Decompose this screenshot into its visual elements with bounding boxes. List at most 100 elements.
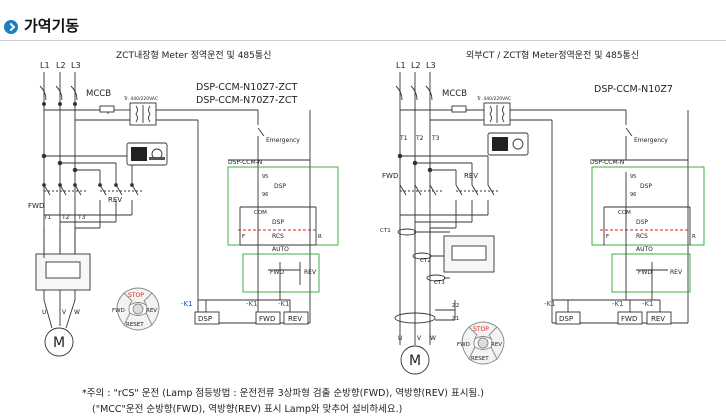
right-z1: Z1 [452, 316, 459, 322]
left-ladder [198, 166, 339, 312]
right-ct3: CT3 [434, 280, 445, 286]
left-keypad-rev: REV [146, 308, 157, 314]
right-ladder-rev: REV [670, 269, 683, 276]
right-rev-label: REV [464, 172, 478, 180]
right-z2: Z2 [452, 303, 459, 309]
right-ladder-96: 96 [630, 192, 636, 198]
right-title: 외부CT / ZCT형 Meter정역운전 및 485통신 [466, 49, 639, 61]
caution-note-line-1: *주의 : "rCS" 운전 (Lamp 점등방법 : 운전전류 3상파형 검출… [82, 388, 484, 399]
page-title: 가역기동 [24, 17, 80, 35]
left-ladder-dsp2: DSP [272, 219, 284, 226]
left-k1-b: -K1 [246, 300, 258, 308]
left-t1: T1 [43, 214, 52, 221]
left-ladder-com: COM [254, 210, 267, 216]
right-phase-l2: L2 [411, 61, 421, 70]
right-ct2: CT2 [420, 258, 431, 264]
left-keypad-reset: RESET [126, 322, 144, 328]
section-arrow-icon [4, 20, 18, 34]
right-keypad-stop: STOP [473, 326, 489, 333]
left-coil-boxes [194, 311, 309, 325]
left-ladder-auto: AUTO [272, 246, 289, 253]
left-keypad-fwd: FWD [112, 308, 125, 314]
caution-note-line-2: ("MCC"운전 순방향(FWD), 역방향(REV) 표시 Lamp와 맞추어… [92, 404, 403, 415]
left-diagram [35, 72, 311, 357]
left-ladder-rcs: RCS [272, 233, 284, 240]
header-divider [0, 40, 726, 41]
right-ladder-f: F [606, 234, 609, 240]
right-model-1: DSP-CCM-N10Z7 [594, 84, 673, 95]
left-emergency-label: Emergency [266, 137, 300, 144]
right-keypad-reset: RESET [471, 356, 489, 362]
left-panel-meter [126, 142, 168, 166]
right-fwd-label: FWD [382, 172, 398, 180]
left-keypad-stop: STOP [128, 292, 144, 299]
left-k1-a: -K1 [181, 300, 193, 308]
left-ladder-95: 95 [262, 174, 268, 180]
right-coil-rev: REV [651, 315, 665, 323]
right-phase-l1: L1 [396, 61, 406, 70]
right-emergency-label: Emergency [634, 137, 668, 144]
right-mccb-label: MCCB [442, 89, 467, 99]
right-transformer-label: Tr. 440/220VAC [476, 96, 511, 102]
right-t3: T3 [431, 135, 440, 142]
right-ladder-r: R [692, 234, 696, 240]
right-dsp-ccm-label: DSP-CCM-N [590, 159, 624, 166]
right-keypad-fwd: FWD [457, 342, 470, 348]
left-model-1: DSP-CCM-N10Z7-ZCT [196, 82, 298, 93]
right-k1-c: -K1 [642, 300, 654, 308]
left-coil-rev: REV [288, 315, 302, 323]
left-keypad [116, 287, 160, 331]
left-ladder-dsp: DSP [274, 183, 286, 190]
right-k1-a: -K1 [544, 300, 556, 308]
left-v: V [62, 309, 67, 316]
left-motor-label: M [53, 335, 65, 351]
left-ladder-96: 96 [262, 192, 268, 198]
right-ladder-95: 95 [630, 174, 636, 180]
right-t2: T2 [415, 135, 424, 142]
left-transformer-label: Tr. 440/220VAC [123, 96, 158, 102]
right-ct1: CT1 [380, 228, 391, 234]
left-dsp-ccm-label: DSP-CCM-N [228, 159, 262, 166]
left-w: W [74, 309, 80, 316]
right-panel-meter [487, 132, 529, 156]
right-diagram [394, 72, 689, 375]
right-u: U [398, 335, 402, 342]
right-ladder-com: COM [618, 210, 631, 216]
left-phase-l1: L1 [40, 61, 50, 70]
right-coil-fwd: FWD [621, 315, 637, 323]
right-ladder [552, 166, 705, 312]
right-motor-label: M [409, 353, 421, 369]
left-ladder-f: F [242, 234, 245, 240]
left-coil-dsp: DSP [198, 315, 212, 323]
left-rev-label: REV [108, 196, 122, 204]
right-ladder-auto: AUTO [636, 246, 653, 253]
left-ladder-r: R [318, 234, 322, 240]
right-k1-b: -K1 [612, 300, 624, 308]
left-coil-fwd: FWD [259, 315, 275, 323]
left-t3: T3 [77, 214, 86, 221]
right-ladder-dsp2: DSP [636, 219, 648, 226]
right-w: W [430, 335, 436, 342]
left-k1-c: -K1 [278, 300, 290, 308]
left-u: U [42, 309, 46, 316]
left-fwd-label: FWD [28, 202, 44, 210]
right-keypad-rev: REV [491, 342, 502, 348]
right-ladder-rcs: RCS [636, 233, 648, 240]
right-coil-boxes [555, 311, 672, 325]
left-phase-l2: L2 [56, 61, 66, 70]
right-ladder-fwd: FWD [638, 269, 652, 276]
right-coil-dsp: DSP [559, 315, 573, 323]
right-v: V [417, 335, 422, 342]
right-keypad [461, 321, 505, 365]
left-phase-l3: L3 [71, 61, 81, 70]
left-ladder-fwd: FWD [270, 269, 284, 276]
right-ladder-dsp: DSP [640, 183, 652, 190]
left-model-2: DSP-CCM-N70Z7-ZCT [196, 95, 298, 106]
left-title: ZCT내장형 Meter 정역운전 및 485통신 [116, 49, 271, 61]
right-t1: T1 [399, 135, 408, 142]
left-ladder-rev: REV [304, 269, 317, 276]
left-mccb-label: MCCB [86, 89, 111, 99]
right-phase-l3: L3 [426, 61, 436, 70]
